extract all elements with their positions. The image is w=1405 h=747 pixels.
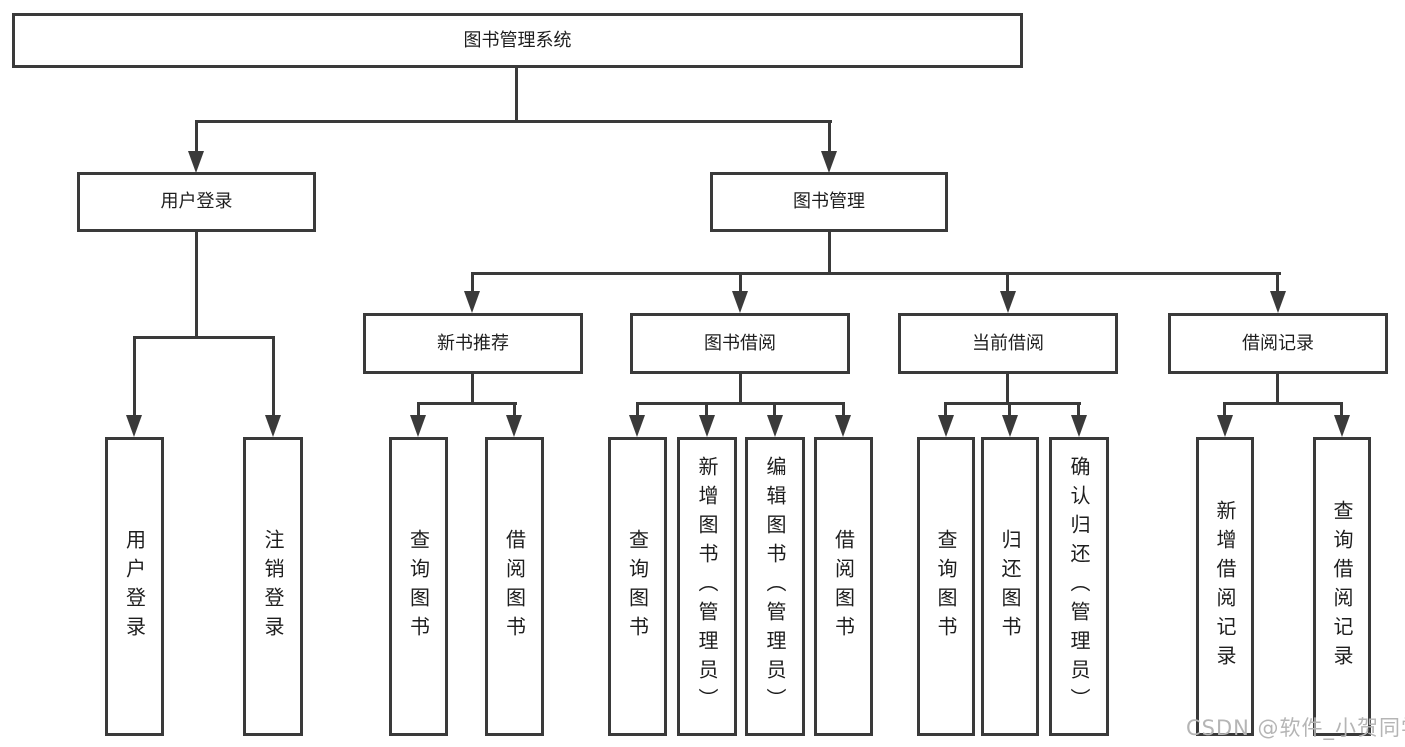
arrow-down-icon <box>1334 415 1350 437</box>
watermark: CSDN @软件_小贺同学 <box>1186 716 1405 740</box>
node-current-borrow: 当前借阅 <box>898 313 1118 374</box>
node-borrow-records-label: 借阅记录 <box>1242 332 1314 354</box>
leaf-label: 查询图书 <box>934 528 958 645</box>
connector-to-book-borrow <box>739 272 742 293</box>
node-user-login: 用户登录 <box>77 172 316 232</box>
connector-current-stem <box>1006 374 1009 405</box>
leaf-borrow-books-recommend: 借阅图书 <box>485 437 544 736</box>
leaf-label: 查询图书 <box>406 528 431 645</box>
connector-records-hline <box>1224 402 1343 405</box>
connector-borrow-hline <box>636 402 845 405</box>
connector-recommend-stem <box>471 374 474 405</box>
connector-recommend-hline <box>417 402 517 405</box>
arrow-down-icon <box>732 291 748 313</box>
arrow-down-icon <box>699 415 715 437</box>
connector-leaf <box>636 402 639 417</box>
leaf-user-login: 用户登录 <box>105 437 164 736</box>
leaf-add-book-admin: 新增图书（管理员） <box>677 437 737 736</box>
connector-leaf <box>417 402 420 417</box>
connector-borrow-stem <box>739 374 742 405</box>
leaf-label: 新增借阅记录 <box>1213 499 1237 674</box>
arrow-down-icon <box>938 415 954 437</box>
arrow-down-icon <box>767 415 783 437</box>
leaf-query-borrow-record: 查询借阅记录 <box>1313 437 1371 736</box>
connector-leaf <box>1223 402 1226 417</box>
connector-to-user-login <box>195 120 198 153</box>
node-new-book-recommend-label: 新书推荐 <box>437 332 509 354</box>
connector-to-leaf-logout <box>272 336 275 417</box>
connector-root-hline <box>195 120 832 123</box>
leaf-query-books-recommend: 查询图书 <box>389 437 448 736</box>
connector-to-book-management <box>828 120 831 153</box>
connector-root-stem <box>515 68 518 121</box>
connector-records-stem <box>1276 374 1279 405</box>
connector-leaf <box>1008 402 1011 417</box>
connector-leaf <box>513 402 516 417</box>
arrow-down-icon <box>410 415 426 437</box>
leaf-add-borrow-record: 新增借阅记录 <box>1196 437 1254 736</box>
node-root-label: 图书管理系统 <box>463 29 572 51</box>
connector-book-management-stem <box>828 232 831 275</box>
connector-to-borrow-records <box>1276 272 1279 293</box>
connector-user-login-hline <box>133 336 275 339</box>
arrow-down-icon <box>835 415 851 437</box>
node-book-borrow: 图书借阅 <box>630 313 850 374</box>
leaf-label: 编辑图书（管理员） <box>763 456 787 717</box>
arrow-down-icon <box>821 151 837 173</box>
leaf-label: 借阅图书 <box>831 528 856 645</box>
connector-level3-hline <box>471 272 1281 275</box>
arrow-down-icon <box>1071 415 1087 437</box>
leaf-query-books-borrow: 查询图书 <box>608 437 667 736</box>
connector-leaf <box>1077 402 1080 417</box>
leaf-edit-book-admin: 编辑图书（管理员） <box>745 437 805 736</box>
connector-leaf <box>944 402 947 417</box>
arrow-down-icon <box>1002 415 1018 437</box>
arrow-down-icon <box>265 415 281 437</box>
connector-current-hline <box>945 402 1081 405</box>
leaf-label: 新增图书（管理员） <box>695 456 719 717</box>
arrow-down-icon <box>126 415 142 437</box>
node-book-borrow-label: 图书借阅 <box>704 332 776 354</box>
leaf-label: 借阅图书 <box>502 528 527 645</box>
leaf-query-books-current: 查询图书 <box>917 437 975 736</box>
leaf-return-book: 归还图书 <box>981 437 1039 736</box>
leaf-label: 查询图书 <box>625 528 650 645</box>
connector-leaf <box>773 402 776 417</box>
connector-user-login-stem <box>195 232 198 339</box>
arrow-down-icon <box>1270 291 1286 313</box>
node-book-management: 图书管理 <box>710 172 948 232</box>
arrow-down-icon <box>464 291 480 313</box>
node-book-management-label: 图书管理 <box>793 191 865 212</box>
connector-to-leaf-user-login <box>133 336 136 417</box>
node-borrow-records: 借阅记录 <box>1168 313 1388 374</box>
arrow-down-icon <box>629 415 645 437</box>
leaf-label: 确认归还（管理员） <box>1067 456 1091 717</box>
connector-to-current-borrow <box>1006 272 1009 293</box>
leaf-borrow-books: 借阅图书 <box>814 437 873 736</box>
node-new-book-recommend: 新书推荐 <box>363 313 583 374</box>
leaf-label: 注销登录 <box>261 528 285 645</box>
leaf-logout: 注销登录 <box>243 437 303 736</box>
leaf-label: 用户登录 <box>122 528 147 645</box>
arrow-down-icon <box>1000 291 1016 313</box>
connector-to-new-book-recommend <box>471 272 474 293</box>
arrow-down-icon <box>506 415 522 437</box>
leaf-label: 查询借阅记录 <box>1330 499 1354 674</box>
leaf-label: 归还图书 <box>998 528 1022 645</box>
node-current-borrow-label: 当前借阅 <box>972 332 1044 354</box>
leaf-confirm-return-admin: 确认归还（管理员） <box>1049 437 1109 736</box>
arrow-down-icon <box>188 151 204 173</box>
connector-leaf <box>842 402 845 417</box>
node-root: 图书管理系统 <box>12 13 1023 68</box>
node-user-login-label: 用户登录 <box>160 191 233 212</box>
connector-leaf <box>1340 402 1343 417</box>
connector-leaf <box>705 402 708 417</box>
arrow-down-icon <box>1217 415 1233 437</box>
